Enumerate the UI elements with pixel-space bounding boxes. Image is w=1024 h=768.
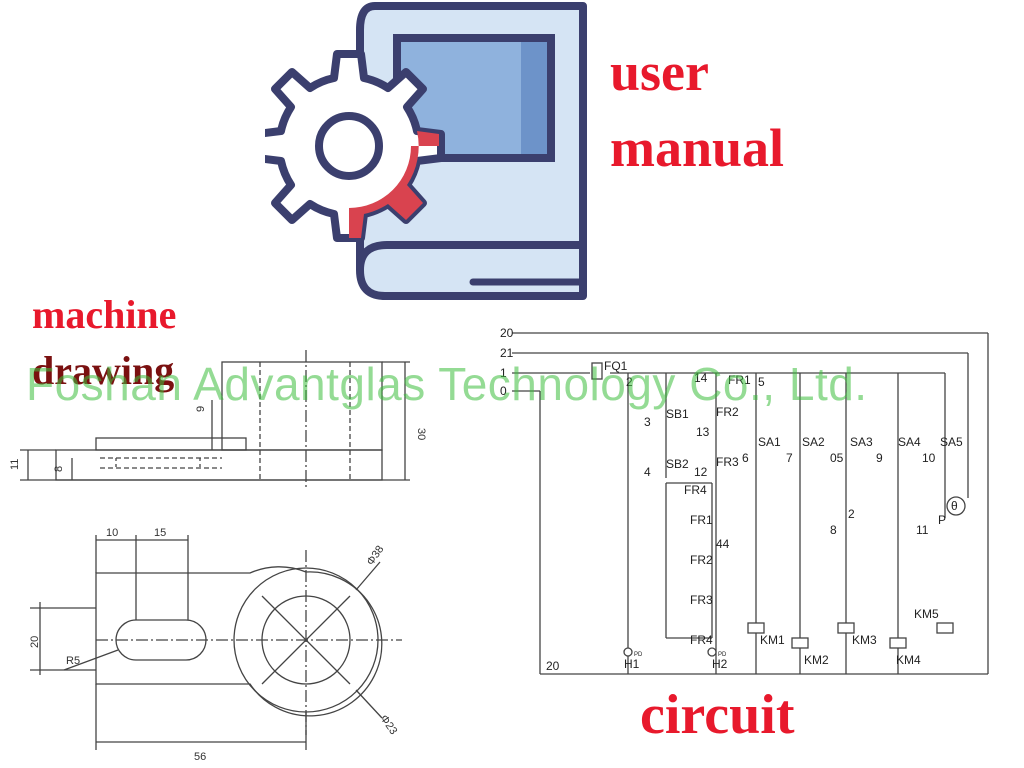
manual-label: manual <box>610 118 785 178</box>
label-km2: KM2 <box>804 653 829 667</box>
dim-20: 20 <box>29 636 41 648</box>
rail-1: 1 <box>500 366 507 380</box>
coil-km3 <box>837 622 855 634</box>
label-fr1-b: FR1 <box>690 513 713 527</box>
label-fq1: FQ1 <box>604 359 628 373</box>
label-h2: H2 <box>712 657 728 671</box>
machine-label: machine <box>32 292 177 337</box>
label-km5: KM5 <box>914 607 939 621</box>
thermostat-icon <box>946 496 966 516</box>
lamp-h1 <box>623 647 633 657</box>
label-h1: H1 <box>624 657 640 671</box>
label-9: 9 <box>876 451 883 465</box>
label-sa5: SA5 <box>940 435 963 449</box>
label-fr2-b: FR2 <box>690 553 713 567</box>
book-bottom-curve <box>356 241 583 271</box>
dim-r5: R5 <box>66 655 80 667</box>
label-2-b: 2 <box>848 507 855 521</box>
coils <box>591 362 966 657</box>
circuit-diagram: 20 21 1 0 FQ1 2 14 FR1 5 3 SB1 FR2 13 SA… <box>500 326 989 675</box>
gear-icon <box>265 50 445 242</box>
dim-9: 9 <box>195 406 207 412</box>
gear-accent <box>349 131 439 238</box>
label-p: P <box>938 513 946 527</box>
manual-book-gear-icon <box>265 2 587 300</box>
label-km1: KM1 <box>760 633 785 647</box>
rail-20: 20 <box>500 326 514 340</box>
label-sb1: SB1 <box>666 407 689 421</box>
label-sa2: SA2 <box>802 435 825 449</box>
book-screen-highlight <box>521 42 547 154</box>
label-8: 8 <box>830 523 837 537</box>
coil-km5 <box>936 622 954 634</box>
label-7: 7 <box>786 451 793 465</box>
coil-km1 <box>747 622 765 634</box>
rail-21: 21 <box>500 346 514 360</box>
dim-10: 10 <box>106 527 118 539</box>
label-fr3: FR3 <box>716 455 739 469</box>
user-label: user <box>610 42 709 102</box>
label-sa4: SA4 <box>898 435 921 449</box>
top-view <box>30 535 402 750</box>
label-11: 11 <box>916 523 929 537</box>
lamp-h2 <box>707 647 717 657</box>
label-fr1: FR1 <box>728 373 751 387</box>
label-14: 14 <box>694 371 708 385</box>
label-fr4: FR4 <box>684 483 707 497</box>
label-fr4-b: FR4 <box>690 633 713 647</box>
dim-15: 15 <box>154 527 166 539</box>
label-20: 20 <box>546 659 560 673</box>
label-km3: KM3 <box>852 633 877 647</box>
label-2: 2 <box>626 375 633 389</box>
label-sa3: SA3 <box>850 435 873 449</box>
front-view <box>20 350 410 490</box>
label-5: 5 <box>758 375 765 389</box>
label-13: 13 <box>696 425 710 439</box>
label-pd-1: PD <box>634 652 643 658</box>
label-05: 05 <box>830 451 844 465</box>
label-km4: KM4 <box>896 653 921 667</box>
label-pd-2: PD <box>718 652 727 658</box>
dim-phi38: Φ38 <box>365 544 387 568</box>
label-10: 10 <box>922 451 936 465</box>
label-fr2: FR2 <box>716 405 739 419</box>
drawing-label: drawing <box>32 348 175 393</box>
label-theta: θ <box>951 499 958 513</box>
coil-km2 <box>791 637 809 649</box>
dim-56: 56 <box>194 751 206 763</box>
fuse-fq1 <box>591 362 603 380</box>
dim-phi23: Φ23 <box>378 713 400 737</box>
coil-km4 <box>889 637 907 649</box>
watermark: Foshan Advantglas Technology Co., Ltd. <box>26 358 868 410</box>
label-4: 4 <box>644 465 651 479</box>
machine-drawing: 30 9 11 8 10 15 20 <box>9 350 427 763</box>
dim-30: 30 <box>415 428 427 440</box>
label-sb2: SB2 <box>666 457 689 471</box>
label-3: 3 <box>644 415 651 429</box>
label-6: 6 <box>742 451 749 465</box>
dim-11: 11 <box>9 459 21 470</box>
label-12: 12 <box>694 465 708 479</box>
dim-8: 8 <box>53 466 65 472</box>
circuit-label: circuit <box>640 684 795 746</box>
rail-0: 0 <box>500 384 507 398</box>
label-fr3-b: FR3 <box>690 593 713 607</box>
label-44: 44 <box>716 537 730 551</box>
label-sa1: SA1 <box>758 435 781 449</box>
